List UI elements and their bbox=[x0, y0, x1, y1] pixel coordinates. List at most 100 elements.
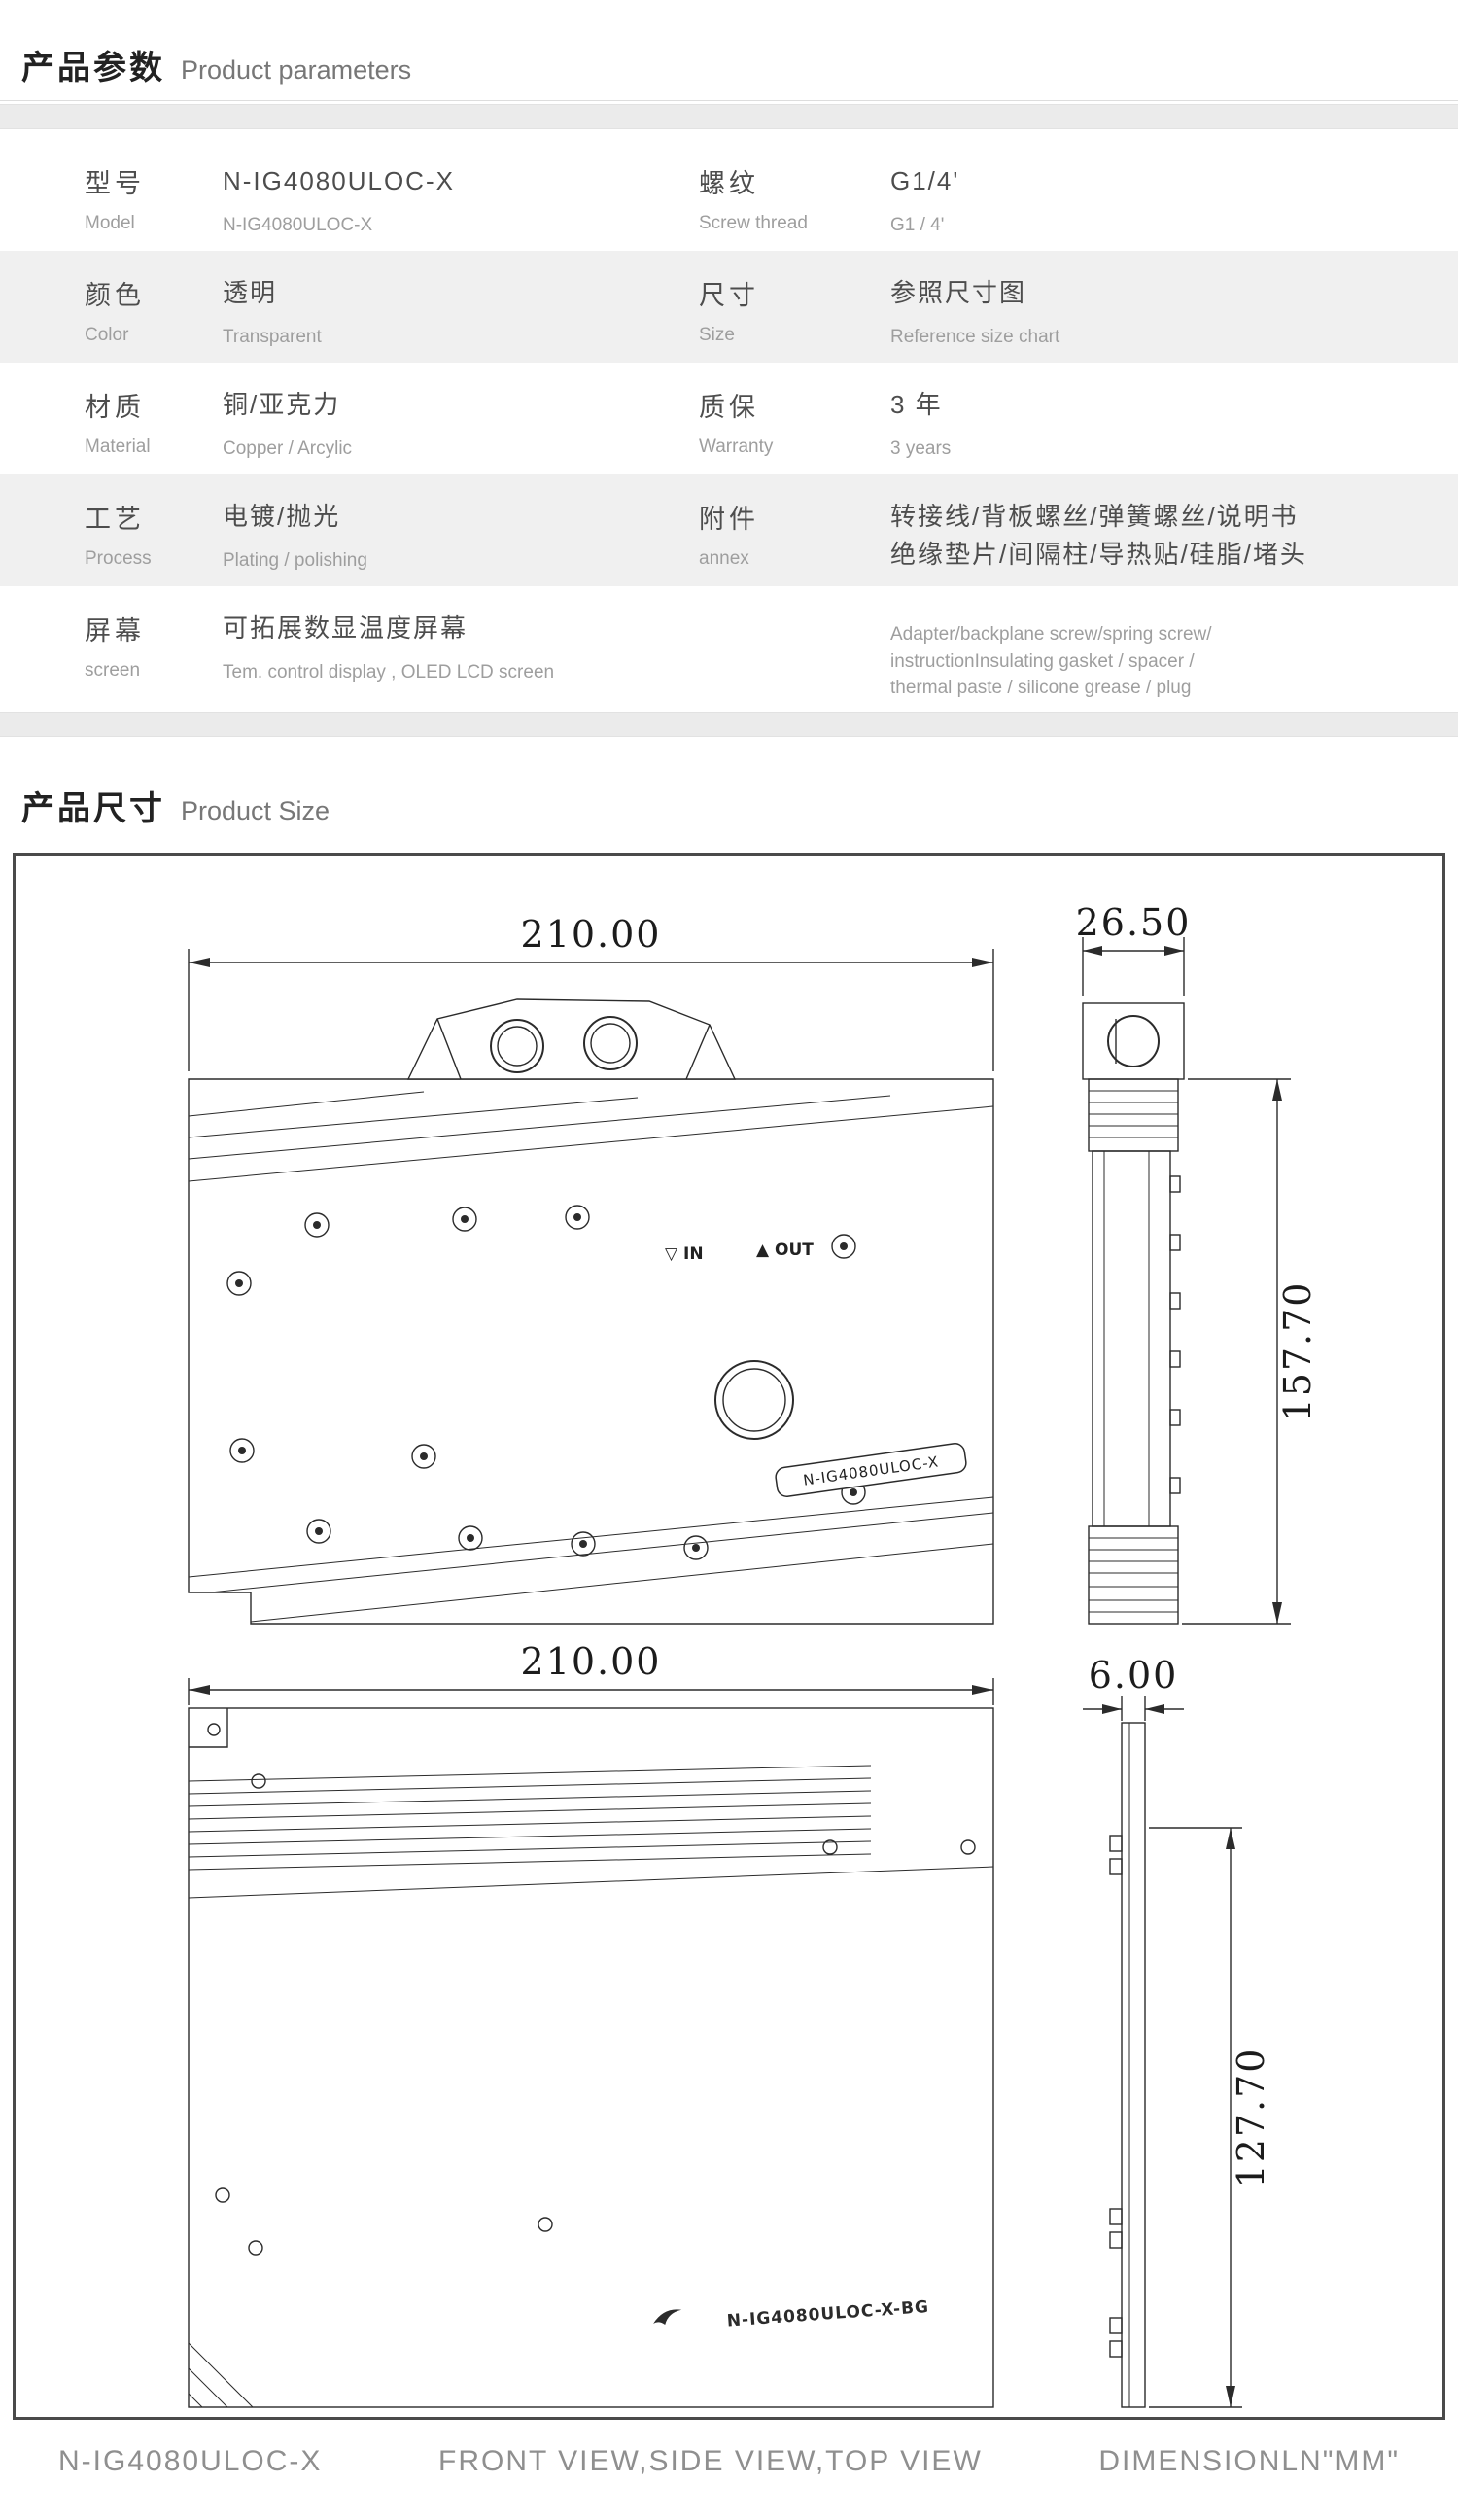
param-label-zh: 螺纹 bbox=[699, 169, 759, 198]
screw-holes bbox=[226, 1204, 866, 1560]
side-width-dimension: 26.50 bbox=[1076, 901, 1192, 996]
param-value: N-IG4080ULOC-X N-IG4080ULOC-X bbox=[223, 162, 699, 251]
param-value-en: Reference size chart bbox=[890, 327, 1060, 347]
param-label-zh: 尺寸 bbox=[699, 281, 759, 310]
backplate-screw-holes bbox=[207, 1722, 976, 2256]
side-height-dimension: 157.70 bbox=[1182, 1077, 1319, 1625]
param-value-en: Copper / Arcylic bbox=[223, 438, 353, 459]
plug-circle bbox=[714, 1359, 794, 1440]
reflection-lines bbox=[188, 1091, 994, 1623]
edge-width-dimension: 6.00 bbox=[1083, 1654, 1184, 1721]
param-label-en: Process bbox=[85, 548, 152, 569]
backplate-notch bbox=[189, 1707, 228, 1748]
edge-width-label: 6.00 bbox=[1089, 1654, 1179, 1697]
backplate-print-label: N-IG4080ULOC-X-BG bbox=[726, 2297, 929, 2331]
param-label: 螺纹 Screw thread bbox=[699, 162, 890, 251]
param-value-zh: 可拓展数显温度屏幕 bbox=[223, 613, 469, 643]
section-size-title: 产品尺寸 Product Size bbox=[0, 737, 1458, 829]
parameters-table: 型号 Model N-IG4080ULOC-X N-IG4080ULOC-X 螺… bbox=[0, 139, 1458, 702]
nameplate: N-IG4080ULOC-X bbox=[775, 1442, 967, 1497]
param-value: 转接线/背板螺丝/弹簧螺丝/说明书 绝缘垫片/间隔柱/导热贴/硅脂/堵头 bbox=[890, 498, 1439, 586]
edge-height-dimension: 127.70 bbox=[1149, 1826, 1272, 2408]
front-width-dimension: 210.00 bbox=[188, 913, 994, 1071]
param-value-zh: 铜/亚克力 bbox=[223, 390, 341, 419]
port-circles bbox=[490, 1015, 638, 1073]
drawing-caption: N-IG4080ULOC-X FRONT VIEW,SIDE VIEW,TOP … bbox=[0, 2445, 1458, 2478]
edge-strip bbox=[1109, 1721, 1146, 2408]
side-terminal bbox=[1082, 1001, 1185, 1080]
param-label: 型号 Model bbox=[85, 162, 223, 251]
param-label: 颜色 Color bbox=[85, 274, 223, 363]
front-view-drawing: 210.00 bbox=[188, 913, 994, 1625]
param-label: 工艺 Process bbox=[85, 498, 223, 586]
top-width-label: 210.00 bbox=[521, 1640, 662, 1683]
param-label-zh: 材质 bbox=[85, 393, 145, 422]
in-port-label: ▽ IN bbox=[665, 1244, 704, 1264]
top-width-dimension: 210.00 bbox=[188, 1640, 994, 1705]
param-value-en: Adapter/backplane screw/spring screw/ in… bbox=[890, 624, 1212, 699]
side-view-drawing: 26.50 bbox=[1076, 901, 1319, 1625]
section-params-title-en: Product parameters bbox=[181, 55, 412, 85]
param-value-en: Transparent bbox=[223, 327, 322, 347]
param-label: 材质 Material bbox=[85, 386, 223, 474]
param-label: 附件 annex bbox=[699, 498, 890, 586]
param-value-en: 3 years bbox=[890, 438, 952, 459]
param-label-zh: 附件 bbox=[699, 505, 759, 534]
param-label-en: Screw thread bbox=[699, 213, 808, 233]
param-value: 3 年 3 years bbox=[890, 386, 1439, 474]
technical-drawing-svg: 210.00 bbox=[188, 901, 1319, 2408]
param-value: 铜/亚克力 Copper / Arcylic bbox=[223, 386, 699, 474]
param-value-zh: 参照尺寸图 bbox=[890, 278, 1027, 307]
top-view-drawing: 210.00 bbox=[188, 1640, 994, 2408]
param-value-zh: 3 年 bbox=[890, 390, 943, 419]
front-width-label: 210.00 bbox=[521, 913, 662, 956]
param-value-zh: 透明 bbox=[223, 278, 278, 307]
param-label: 尺寸 Size bbox=[699, 274, 890, 363]
caption-views: FRONT VIEW,SIDE VIEW,TOP VIEW bbox=[438, 2444, 983, 2477]
param-row-screen: 屏幕 screen 可拓展数显温度屏幕 Tem. control display… bbox=[0, 586, 1458, 702]
param-label-en: screen bbox=[85, 660, 141, 681]
param-label-zh: 屏幕 bbox=[85, 616, 145, 646]
param-label-zh: 型号 bbox=[85, 169, 145, 198]
param-label: 屏幕 screen bbox=[85, 610, 223, 702]
param-value-en: N-IG4080ULOC-X bbox=[223, 215, 373, 235]
separator-band bbox=[0, 711, 1458, 737]
param-value-zh: G1/4' bbox=[890, 166, 960, 195]
param-value-zh: N-IG4080ULOC-X bbox=[223, 166, 455, 195]
edge-height-label: 127.70 bbox=[1230, 2047, 1272, 2188]
terminal-block bbox=[406, 998, 737, 1080]
backplate-outline bbox=[188, 1706, 994, 2408]
param-label-en: Warranty bbox=[699, 437, 774, 457]
out-port-label: ▲ OUT bbox=[756, 1241, 814, 1260]
param-row-process: 工艺 Process 电镀/抛光 Plating / polishing 附件 … bbox=[0, 474, 1458, 586]
side-body bbox=[1092, 1149, 1181, 1527]
param-value: G1/4' G1 / 4' bbox=[890, 162, 1439, 251]
param-label-zh: 颜色 bbox=[85, 281, 145, 310]
param-label bbox=[699, 610, 890, 702]
side-width-label: 26.50 bbox=[1076, 901, 1192, 944]
param-label-en: Color bbox=[85, 325, 129, 345]
side-height-label: 157.70 bbox=[1276, 1280, 1319, 1421]
param-label-en: Size bbox=[699, 325, 735, 345]
param-value-en: Tem. control display , OLED LCD screen bbox=[223, 662, 555, 682]
param-row-material: 材质 Material 铜/亚克力 Copper / Arcylic 质保 Wa… bbox=[0, 363, 1458, 474]
backplate-print: N-IG4080ULOC-X-BG bbox=[653, 2297, 930, 2331]
section-params-title-zh: 产品参数 bbox=[21, 50, 165, 87]
param-row-color: 颜色 Color 透明 Transparent 尺寸 Size 参照尺寸图 Re… bbox=[0, 251, 1458, 363]
side-top-fins bbox=[1088, 1077, 1179, 1152]
separator-band bbox=[0, 104, 1458, 129]
section-size-title-en: Product Size bbox=[181, 795, 330, 825]
param-value-en: G1 / 4' bbox=[890, 215, 945, 235]
param-row-model: 型号 Model N-IG4080ULOC-X N-IG4080ULOC-X 螺… bbox=[0, 139, 1458, 251]
front-body-outline bbox=[188, 1077, 994, 1625]
param-label-en: annex bbox=[699, 548, 749, 569]
caption-dimension-unit: DIMENSIONLN"MM" bbox=[1098, 2444, 1400, 2477]
param-label-en: Material bbox=[85, 437, 151, 457]
param-value-zh: 转接线/背板螺丝/弹簧螺丝/说明书 绝缘垫片/间隔柱/导热贴/硅脂/堵头 bbox=[890, 502, 1307, 569]
param-value-zh: 电镀/抛光 bbox=[223, 502, 341, 531]
param-label-zh: 工艺 bbox=[85, 505, 145, 534]
title-divider bbox=[0, 100, 1458, 101]
param-value: 参照尺寸图 Reference size chart bbox=[890, 274, 1439, 363]
caption-model: N-IG4080ULOC-X bbox=[58, 2444, 323, 2477]
